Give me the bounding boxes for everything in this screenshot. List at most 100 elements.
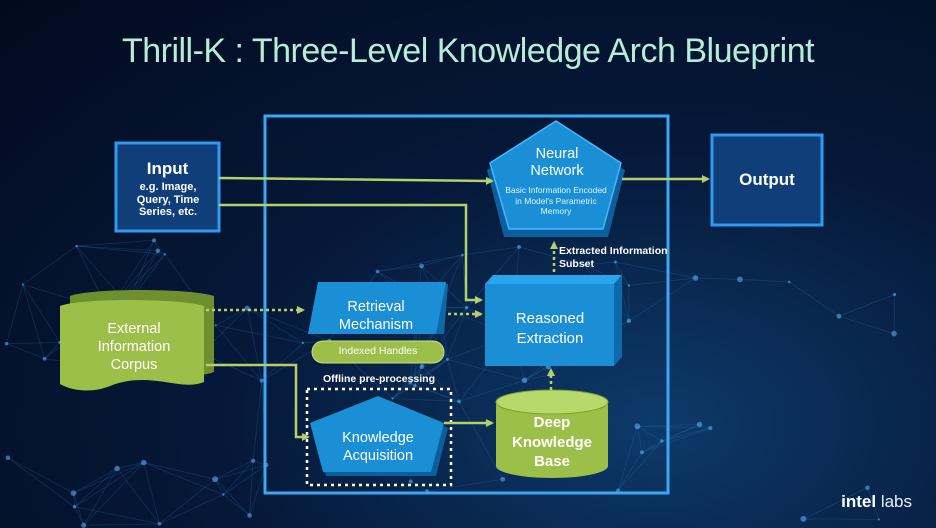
input-sublabel: e.g. Image, Query, Time Series, etc. [136, 181, 200, 219]
network-line [76, 245, 158, 252]
network-node [517, 245, 521, 249]
network-line [22, 284, 61, 343]
network-line [22, 284, 45, 359]
network-node [521, 377, 528, 384]
network-line [414, 359, 448, 387]
network-node [157, 521, 162, 526]
network-line [617, 440, 663, 491]
reasoned-extraction-label: Reasoned Extraction [515, 310, 585, 347]
network-line [524, 366, 549, 381]
network-line [392, 385, 416, 399]
network-line [628, 277, 696, 286]
network-line [392, 366, 423, 399]
offline-preprocessing-label: Offline pre-processing [322, 373, 436, 385]
network-node [152, 238, 157, 243]
network-line [410, 481, 428, 492]
network-node [892, 292, 897, 297]
network-node [70, 490, 77, 497]
network-line [6, 342, 61, 345]
reasoned-extraction-box-side [614, 275, 622, 366]
network-node [787, 280, 791, 284]
network-node [140, 459, 147, 466]
network-line [628, 277, 696, 322]
network-node [446, 358, 449, 361]
network-line [247, 307, 330, 342]
network-line [73, 468, 118, 494]
network-line [117, 462, 144, 469]
network-line [159, 494, 224, 525]
network-line [426, 478, 503, 492]
network-line [641, 424, 700, 453]
network-line [377, 265, 422, 272]
brand-labs: labs [880, 492, 912, 511]
arrow-input-to-neural [218, 176, 494, 185]
network-line [661, 427, 711, 442]
network-line [641, 440, 663, 453]
network-node [375, 269, 380, 274]
arrow-input-to-reasoned [219, 203, 483, 304]
network-line [143, 462, 224, 495]
external-corpus-label: External Information Corpus [97, 321, 171, 374]
network-line [462, 246, 520, 256]
retrieval-mechanism-shape [308, 282, 446, 334]
network-node [865, 485, 870, 491]
network-line [617, 452, 643, 491]
network-line [223, 464, 267, 495]
network-node [660, 439, 664, 443]
output-box [710, 133, 824, 227]
network-line [22, 245, 77, 285]
network-line [249, 460, 254, 516]
network-line [249, 464, 267, 516]
network-node [4, 341, 9, 346]
deep-knowledge-base-cylinder-top [495, 389, 609, 415]
network-node [737, 276, 743, 283]
network-node [877, 518, 881, 521]
network-line [377, 254, 463, 272]
network-line [524, 374, 550, 381]
deep-knowledge-base-label: Deep Knowledge Base [511, 414, 592, 470]
network-line [617, 426, 638, 491]
network-line [410, 382, 460, 402]
network-node [408, 380, 413, 385]
network-line [867, 487, 880, 520]
network-line [214, 460, 254, 480]
indexed-handles-label: Indexed Handles [338, 345, 418, 357]
network-line [803, 487, 868, 520]
output-label: Output [739, 170, 795, 189]
network-line [615, 261, 696, 279]
network-node [626, 318, 632, 324]
network-node [212, 476, 219, 483]
network-line [458, 379, 525, 402]
network-line [421, 254, 463, 267]
network-line [392, 382, 411, 399]
network-node [163, 253, 167, 256]
network-line [447, 359, 525, 381]
network-node [891, 330, 897, 337]
architecture-frame [263, 114, 670, 495]
network-line [223, 460, 254, 495]
input-label: Input [146, 159, 189, 178]
extracted-info-label: Extracted Information Subset [559, 245, 668, 271]
network-line [44, 342, 61, 360]
network-node [247, 513, 252, 518]
network-line [215, 307, 248, 326]
network-node [155, 248, 161, 254]
network-line [252, 380, 263, 461]
network-node [21, 283, 24, 286]
network-line [838, 315, 895, 334]
network-line [261, 342, 304, 381]
network-line [518, 246, 585, 266]
network-line [7, 457, 75, 508]
reasoned-extraction-box-top [485, 275, 622, 284]
network-line [153, 240, 166, 255]
network-line [73, 462, 144, 494]
network-node [259, 378, 264, 383]
knowledge-acquisition-label: Knowledge Acquisition [342, 430, 414, 465]
network-line [739, 278, 790, 283]
network-node [616, 488, 620, 493]
network-line [74, 468, 118, 508]
network-node [222, 493, 225, 496]
network-line [223, 494, 250, 516]
network-line [838, 294, 895, 317]
network-node [391, 397, 394, 400]
